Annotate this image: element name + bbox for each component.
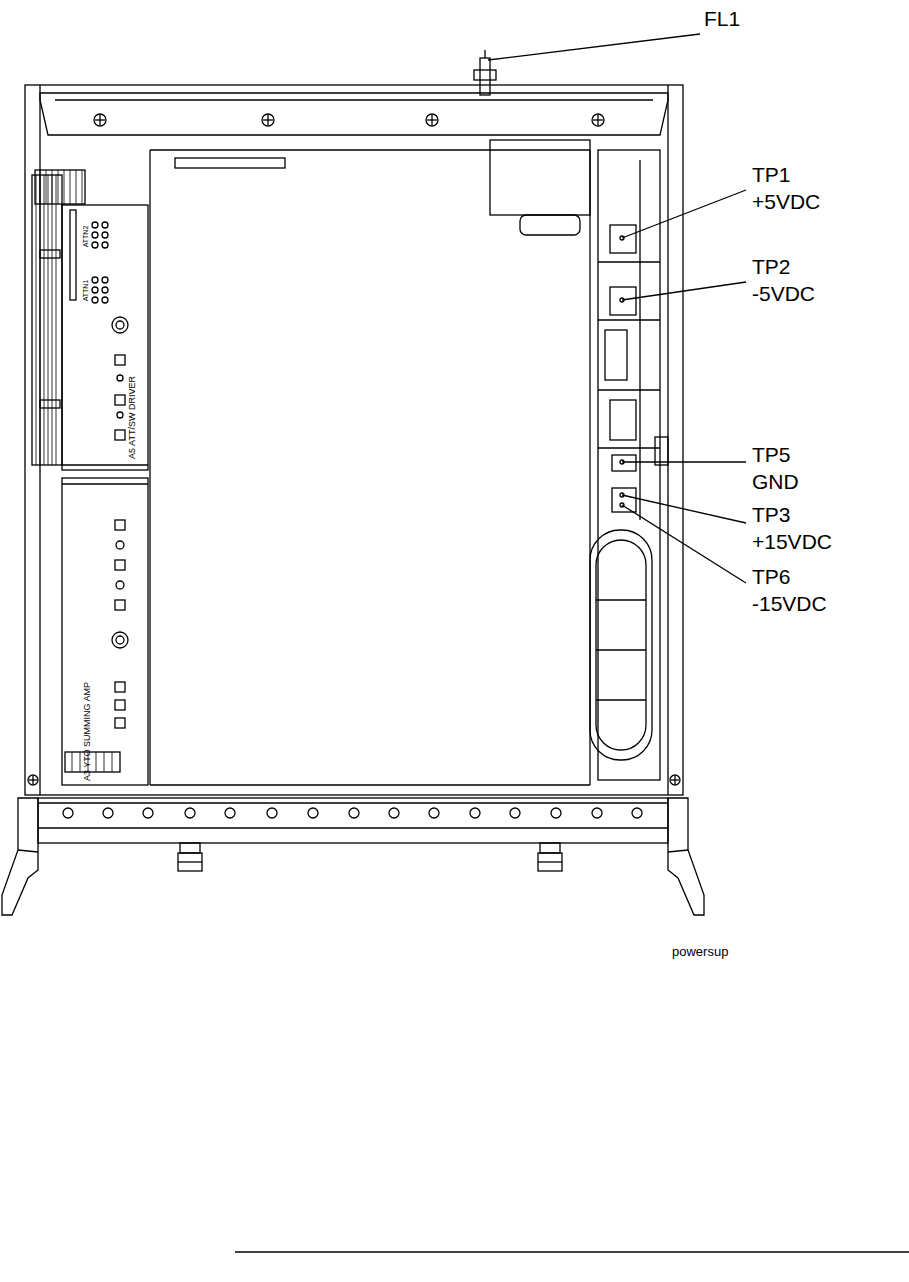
test-point: TP5 — [752, 444, 791, 465]
board-label: ATTN1 — [83, 279, 90, 301]
test-point: TP2 — [752, 256, 791, 277]
voltage-value: GND — [752, 471, 799, 492]
voltage-value: +5VDC — [752, 191, 820, 212]
part-name: FL1 — [704, 8, 740, 29]
voltage-value: +15VDC — [752, 531, 832, 552]
test-point: TP3 — [752, 504, 791, 525]
board-label: A5 ATT/SW DRIVER — [128, 376, 137, 459]
voltage-value: -15VDC — [752, 593, 827, 614]
board-label: A3 YTO SUMMING AMP — [83, 682, 92, 781]
board-label: ATTN2 — [83, 225, 90, 247]
figure-id: powersup — [672, 945, 728, 958]
circuit-board: A5 ATT/SW DRIVER — [62, 205, 148, 470]
circuit-board: A3 YTO SUMMING AMP — [62, 478, 148, 785]
test-point: TP6 — [752, 566, 791, 587]
voltage-value: -5VDC — [752, 283, 815, 304]
test-point: TP1 — [752, 164, 791, 185]
